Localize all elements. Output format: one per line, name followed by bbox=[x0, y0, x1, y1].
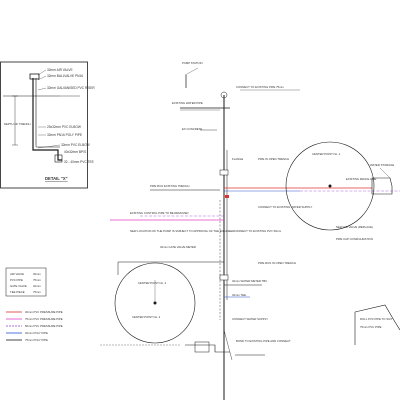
detail-label-3: 32mm GALVANISED PVC RISER bbox=[47, 86, 95, 90]
right-bottom-box bbox=[354, 304, 400, 331]
detail-title: DETAIL "X" bbox=[45, 176, 68, 181]
legend-panel: AIR VALVE PVC PIPE GATE VALVE TEE PIECE … bbox=[5, 267, 63, 342]
center-points bbox=[114, 141, 375, 344]
legend-line-label-5: 75mm POLY PIPE bbox=[25, 338, 48, 342]
water-meter-label: 32mm WATER METER TBC bbox=[232, 279, 267, 283]
bottom-note-label: BOND TO EXISTING PIPE AND CONNECT bbox=[236, 339, 291, 343]
connect-existing-2-label: CONNECT TO EXISTING PVC 50mm bbox=[234, 229, 282, 233]
tee-symbol bbox=[54, 154, 63, 163]
detail-label-7: 40x32mm BP/S bbox=[64, 150, 86, 154]
legend-size-2: 75mm bbox=[33, 278, 41, 282]
tee-label: 32mm TEE bbox=[232, 293, 246, 297]
top-note: CONNECT TO EXISTING PIPE 75mm bbox=[236, 85, 285, 89]
detail-x-border bbox=[0, 61, 88, 189]
air-valve-symbol bbox=[29, 73, 40, 80]
trunk-valve bbox=[219, 169, 229, 176]
annotations: PUMP STATION CONNECT TO EXISTING PIPE 75… bbox=[130, 61, 394, 343]
leader-6 bbox=[37, 144, 61, 149]
center-point-1-circle bbox=[285, 141, 375, 231]
leader-2 bbox=[37, 75, 47, 81]
bottom-pipe-run bbox=[32, 145, 62, 161]
pipe-in-trench-2-label: PIPE RUN IN OPEN TRENCH bbox=[258, 261, 296, 265]
depth-label: DEPTH OF TRENCH bbox=[4, 122, 31, 126]
connect-existing-label: CONNECT TO EXISTING WATER SUPPLY bbox=[258, 205, 312, 209]
pump-leader bbox=[184, 67, 199, 76]
upper-left-note-2: EX CONCRETE bbox=[182, 127, 202, 131]
detail-label-1: 32mm AIR VALVE bbox=[47, 68, 73, 72]
leader-3 bbox=[37, 87, 47, 91]
bottom-pipe-vertical bbox=[223, 329, 233, 361]
bottom-pipe-run-2 bbox=[35, 145, 60, 148]
connect-water-label: CONNECT WATER SUPPLY bbox=[232, 317, 268, 321]
flange-label: FLANGE bbox=[232, 157, 243, 161]
legend-row-1: AIR VALVE bbox=[10, 272, 24, 276]
right-note-label: NEW AIR VALVE (REPLACE) bbox=[336, 225, 373, 229]
legend-line-label-2: 75mm PVC PRESSURE PIPE bbox=[25, 317, 63, 321]
trunk-valve-red bbox=[225, 195, 229, 198]
center-point-1-label: CENTER POINT No. 1 bbox=[312, 152, 341, 156]
legend-line-label-1: 32mm PVC PRESSURE PIPE bbox=[25, 310, 63, 314]
bottom-right-label: ROLL PVC PIPE TO SUIT bbox=[360, 317, 393, 321]
legend-line-label-4: 32mm POLY PIPE bbox=[25, 331, 48, 335]
storage-leader bbox=[379, 167, 391, 179]
center-point-2-label: CENTER POINT No. 2 bbox=[138, 281, 167, 285]
center-point-2-circle bbox=[114, 262, 196, 344]
bottom-structure bbox=[185, 344, 230, 353]
water-storage-tank bbox=[371, 177, 393, 195]
existing-fence-label: EXISTING FENCE LINE bbox=[346, 177, 376, 181]
detail-label-2: 32mm BALLVALVE PN16 bbox=[47, 74, 83, 78]
trunk-meter bbox=[219, 274, 229, 281]
new-location-label: NEW LOCATION OF THE PUMP IS SUBJECT TO A… bbox=[130, 229, 234, 233]
existing-pink-pipe-label: EXISTING CONTROL PIPE TO BE REMOVED bbox=[130, 211, 189, 215]
detail-label-6: 32mm PVC ELBOW bbox=[61, 143, 90, 147]
gate-valve-label: 32mm GATE VALVE METER bbox=[160, 245, 196, 249]
legend-row-4: TEE PIECE bbox=[10, 290, 25, 294]
pipe-run-existing-label: PIPE RUN EXISTING TRENCH bbox=[150, 184, 189, 188]
legend-row-2: PVC PIPE bbox=[10, 278, 23, 282]
right-note-2-label: PIPE CAP CONFIGURATION bbox=[336, 237, 373, 241]
pipe-in-trench-label: PIPE IN OPEN TRENCH bbox=[258, 157, 289, 161]
detail-label-5: 32mm PN16 POLY PIPE bbox=[47, 133, 82, 137]
upper-left-note-1: EXISTING WATER PIPE bbox=[172, 101, 203, 105]
trunk-top-circle bbox=[220, 91, 228, 99]
cp2-center bbox=[153, 301, 157, 305]
detail-x-panel: 32mm AIR VALVE 32mm BALLVALVE PN16 32mm … bbox=[0, 61, 95, 189]
pipe-network bbox=[100, 67, 400, 400]
detail-label-4: 25x32mm PVC ELBOW bbox=[47, 125, 81, 129]
circle-inner-label: CENTER POINT No. 2 bbox=[132, 315, 161, 319]
legend-row-3: GATE VALVE bbox=[10, 284, 27, 288]
bottom-box bbox=[194, 341, 210, 353]
legend-size-3: 32mm bbox=[33, 284, 41, 288]
legend-size-4: 75mm bbox=[33, 290, 41, 294]
detail-label-8: 32 - 40mm PVC TEE bbox=[64, 160, 94, 164]
legend-size-1: 32mm bbox=[33, 272, 41, 276]
leader-1 bbox=[37, 69, 47, 76]
right-elements bbox=[240, 89, 400, 345]
legend-line-label-3: 50mm PVC PRESSURE PIPE bbox=[25, 324, 63, 328]
pump-station-label: PUMP STATION bbox=[182, 61, 203, 65]
bottom-right-2-label: 75mm PVC PIPE bbox=[360, 325, 382, 329]
water-storage-label: WATER STORAGE bbox=[370, 163, 394, 167]
legend-border bbox=[5, 267, 47, 297]
cp1-center bbox=[328, 184, 332, 188]
